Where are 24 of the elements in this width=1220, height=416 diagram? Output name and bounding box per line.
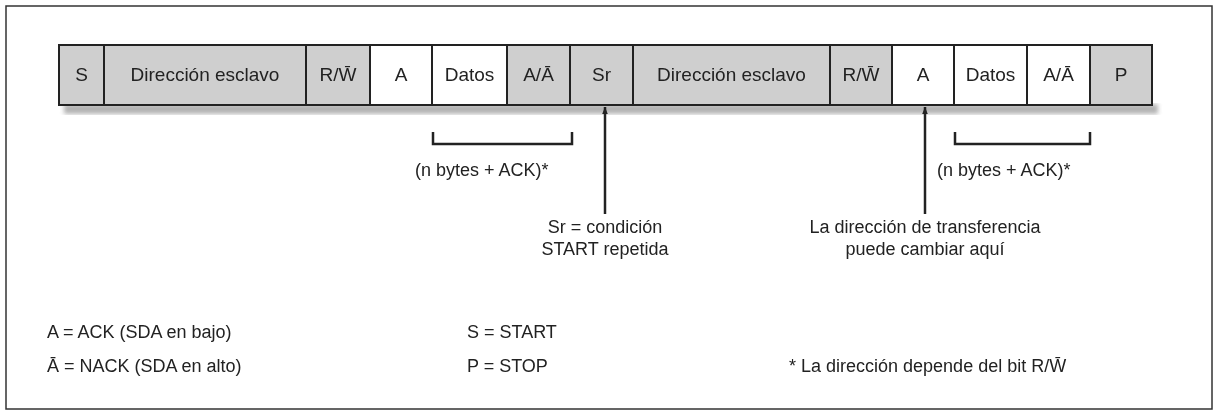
legend-text: S = START — [467, 321, 557, 343]
bracket-label: (n bytes + ACK)* — [937, 159, 1071, 181]
bracket-label: (n bytes + ACK)* — [415, 159, 549, 181]
data-field-cell: Datos — [953, 44, 1028, 106]
ack-nack-bit-cell: A/Ā — [1026, 44, 1091, 106]
data-field-cell: Datos — [431, 44, 508, 106]
annotation-text: Sr = condición START repetida — [540, 216, 670, 260]
annotation-text: La dirección de transferencia puede cambiar aquí — [808, 216, 1042, 260]
footnote-text: * La dirección depende del bit R/W̄ — [789, 355, 1067, 377]
read-write-bit-cell: R/W̄ — [305, 44, 371, 106]
arrow — [922, 107, 928, 214]
address-field-cell: Dirección esclavo — [103, 44, 307, 106]
start-bit-cell: S — [58, 44, 105, 106]
arrow — [602, 107, 608, 214]
ack-bit-cell: A — [891, 44, 955, 106]
address-field-cell: Dirección esclavo — [632, 44, 831, 106]
legend-text: Ā = NACK (SDA en alto) — [47, 355, 242, 377]
ack-nack-bit-cell: A/Ā — [506, 44, 571, 106]
read-write-bit-cell: R/W̄ — [829, 44, 893, 106]
legend-text: P = STOP — [467, 355, 548, 377]
stop-bit-cell: P — [1089, 44, 1153, 106]
legend-text: A = ACK (SDA en bajo) — [47, 321, 232, 343]
repeated-start-bit-cell: Sr — [569, 44, 634, 106]
ack-bit-cell: A — [369, 44, 433, 106]
